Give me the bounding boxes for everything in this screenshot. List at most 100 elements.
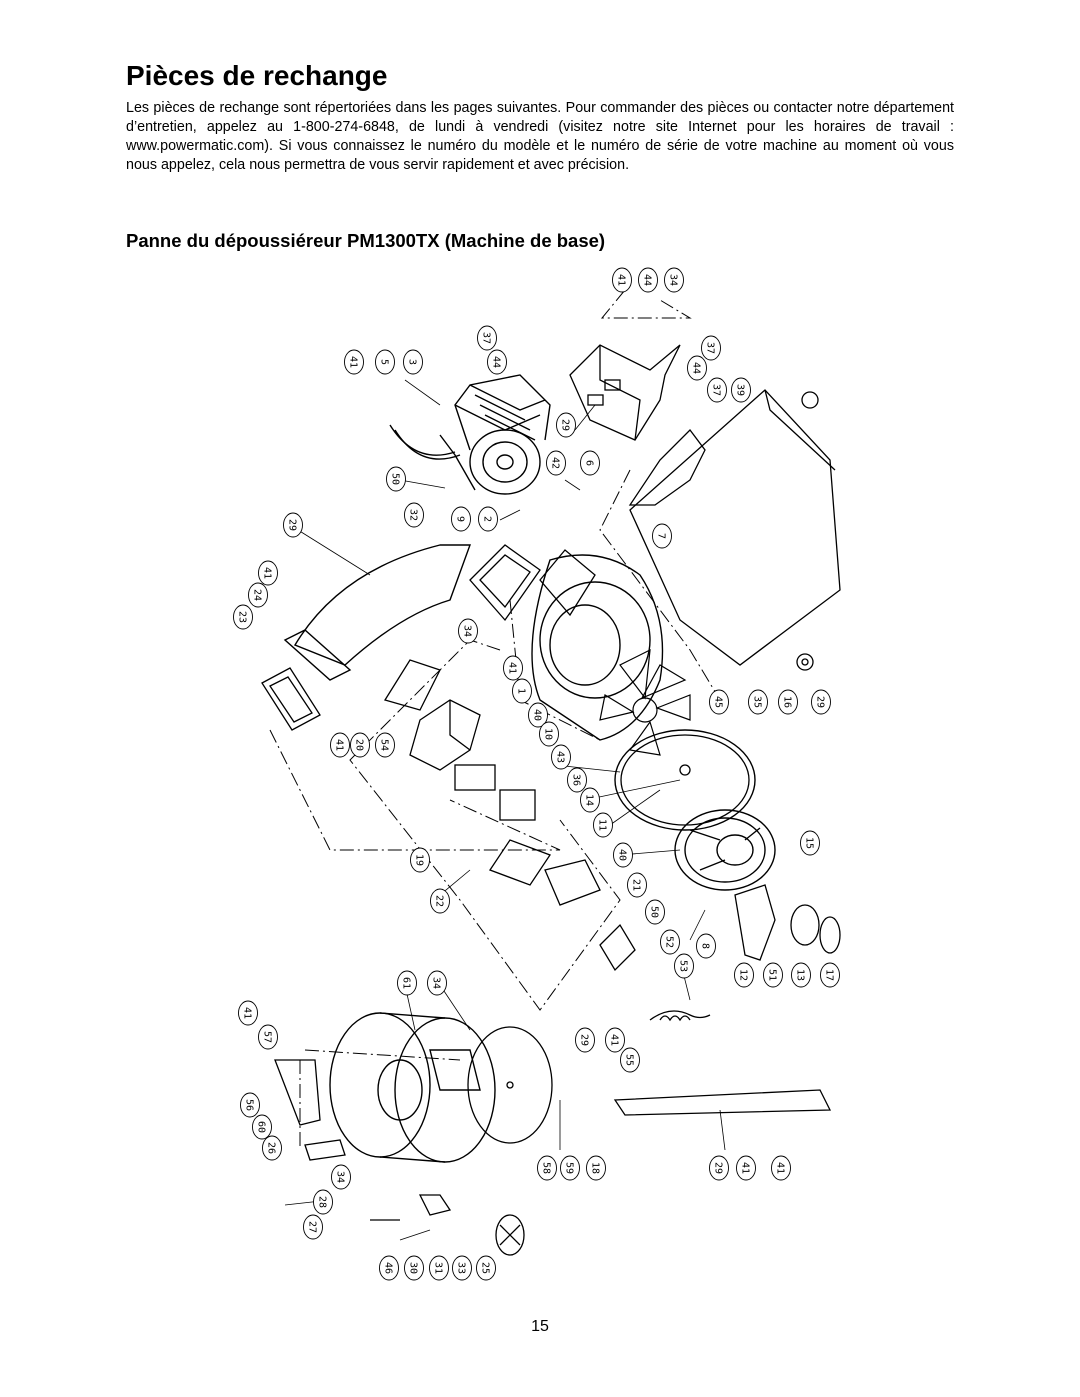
callout-number: 50 bbox=[390, 473, 401, 485]
callout-50: 50 bbox=[645, 899, 665, 925]
callout-61: 61 bbox=[397, 970, 417, 996]
callout-21: 21 bbox=[627, 872, 647, 898]
callout-number: 44 bbox=[691, 362, 702, 374]
callout-number: 6 bbox=[584, 460, 595, 466]
callout-8: 8 bbox=[696, 933, 716, 959]
inlet-elbow bbox=[283, 544, 471, 681]
gasket-23 bbox=[469, 544, 541, 622]
callout-57: 57 bbox=[258, 1024, 278, 1050]
callout-number: 50 bbox=[649, 906, 660, 918]
callout-27: 27 bbox=[303, 1214, 323, 1240]
callout-60: 60 bbox=[252, 1114, 272, 1140]
callout-number: 14 bbox=[584, 794, 595, 806]
callout-52: 52 bbox=[660, 929, 680, 955]
callout-number: 41 bbox=[775, 1162, 786, 1174]
callout-number: 45 bbox=[713, 696, 724, 708]
callout-number: 16 bbox=[782, 696, 793, 708]
callout-number: 22 bbox=[434, 895, 445, 907]
callout-51: 51 bbox=[763, 962, 783, 988]
callout-number: 36 bbox=[571, 774, 582, 786]
callout-5: 5 bbox=[375, 349, 395, 375]
callout-number: 52 bbox=[664, 936, 675, 948]
callout-number: 8 bbox=[700, 943, 711, 949]
callout-29: 29 bbox=[283, 512, 303, 538]
callout-number: 41 bbox=[609, 1034, 620, 1046]
caster-wheels bbox=[796, 391, 819, 671]
callout-number: 41 bbox=[334, 739, 345, 751]
callout-44: 44 bbox=[487, 349, 507, 375]
callout-number: 41 bbox=[348, 356, 359, 368]
callout-number: 25 bbox=[480, 1262, 491, 1274]
callout-number: 31 bbox=[433, 1262, 444, 1274]
callout-22: 22 bbox=[430, 888, 450, 914]
callout-number: 26 bbox=[266, 1142, 277, 1154]
switch-box bbox=[383, 659, 636, 972]
callout-45: 45 bbox=[709, 689, 729, 715]
callout-35: 35 bbox=[748, 689, 768, 715]
callout-10: 10 bbox=[539, 721, 559, 747]
callout-29: 29 bbox=[575, 1027, 595, 1053]
callout-number: 34 bbox=[431, 977, 442, 989]
callout-number: 60 bbox=[256, 1121, 267, 1133]
callout-34: 34 bbox=[427, 970, 447, 996]
blower-housing bbox=[531, 554, 664, 741]
callout-14: 14 bbox=[580, 787, 600, 813]
callout-1: 1 bbox=[512, 678, 532, 704]
callout-number: 56 bbox=[244, 1099, 255, 1111]
callout-number: 17 bbox=[824, 969, 835, 981]
callout-number: 40 bbox=[617, 849, 628, 861]
callout-number: 24 bbox=[252, 589, 263, 601]
callout-7: 7 bbox=[652, 523, 672, 549]
callout-number: 21 bbox=[631, 879, 642, 891]
diagram-linework bbox=[261, 289, 841, 1256]
callout-41: 41 bbox=[330, 732, 350, 758]
callout-17: 17 bbox=[820, 962, 840, 988]
callout-number: 2 bbox=[482, 516, 493, 522]
wheel bbox=[495, 1214, 525, 1256]
callout-46: 46 bbox=[379, 1255, 399, 1281]
callout-28: 28 bbox=[313, 1189, 333, 1215]
callout-23: 23 bbox=[233, 604, 253, 630]
callout-59: 59 bbox=[560, 1155, 580, 1181]
callout-number: 41 bbox=[507, 662, 518, 674]
callout-number: 58 bbox=[541, 1162, 552, 1174]
callout-37: 37 bbox=[707, 377, 727, 403]
callout-25: 25 bbox=[476, 1255, 496, 1281]
callout-50: 50 bbox=[386, 466, 406, 492]
callout-15: 15 bbox=[800, 830, 820, 856]
callout-41: 41 bbox=[258, 560, 278, 586]
callout-number: 30 bbox=[408, 1262, 419, 1274]
motor-bracket bbox=[569, 344, 706, 506]
callout-37: 37 bbox=[701, 335, 721, 361]
callout-number: 5 bbox=[379, 359, 390, 365]
callout-20: 20 bbox=[350, 732, 370, 758]
callout-number: 27 bbox=[307, 1221, 318, 1233]
callout-number: 37 bbox=[705, 342, 716, 354]
callout-41: 41 bbox=[605, 1027, 625, 1053]
callout-number: 29 bbox=[287, 519, 298, 531]
callout-31: 31 bbox=[429, 1255, 449, 1281]
callout-number: 35 bbox=[752, 696, 763, 708]
callout-number: 3 bbox=[407, 359, 418, 365]
callout-43: 43 bbox=[551, 744, 571, 770]
filter-disc bbox=[467, 1026, 553, 1144]
callout-number: 51 bbox=[767, 969, 778, 981]
callout-number: 33 bbox=[456, 1262, 467, 1274]
callout-41: 41 bbox=[238, 1000, 258, 1026]
callout-number: 53 bbox=[678, 960, 689, 972]
callout-19: 19 bbox=[410, 847, 430, 873]
callout-9: 9 bbox=[451, 506, 471, 532]
callout-number: 32 bbox=[408, 509, 419, 521]
callout-number: 40 bbox=[532, 709, 543, 721]
intro-paragraph: Les pièces de rechange sont répertoriées… bbox=[126, 100, 954, 173]
housing-cover bbox=[614, 729, 756, 831]
callout-number: 34 bbox=[462, 625, 473, 637]
outlet-nozzle bbox=[734, 884, 841, 961]
callout-39: 39 bbox=[731, 377, 751, 403]
callout-number: 13 bbox=[795, 969, 806, 981]
callout-44: 44 bbox=[638, 267, 658, 293]
callout-number: 29 bbox=[579, 1034, 590, 1046]
callout-29: 29 bbox=[709, 1155, 729, 1181]
callout-number: 41 bbox=[740, 1162, 751, 1174]
